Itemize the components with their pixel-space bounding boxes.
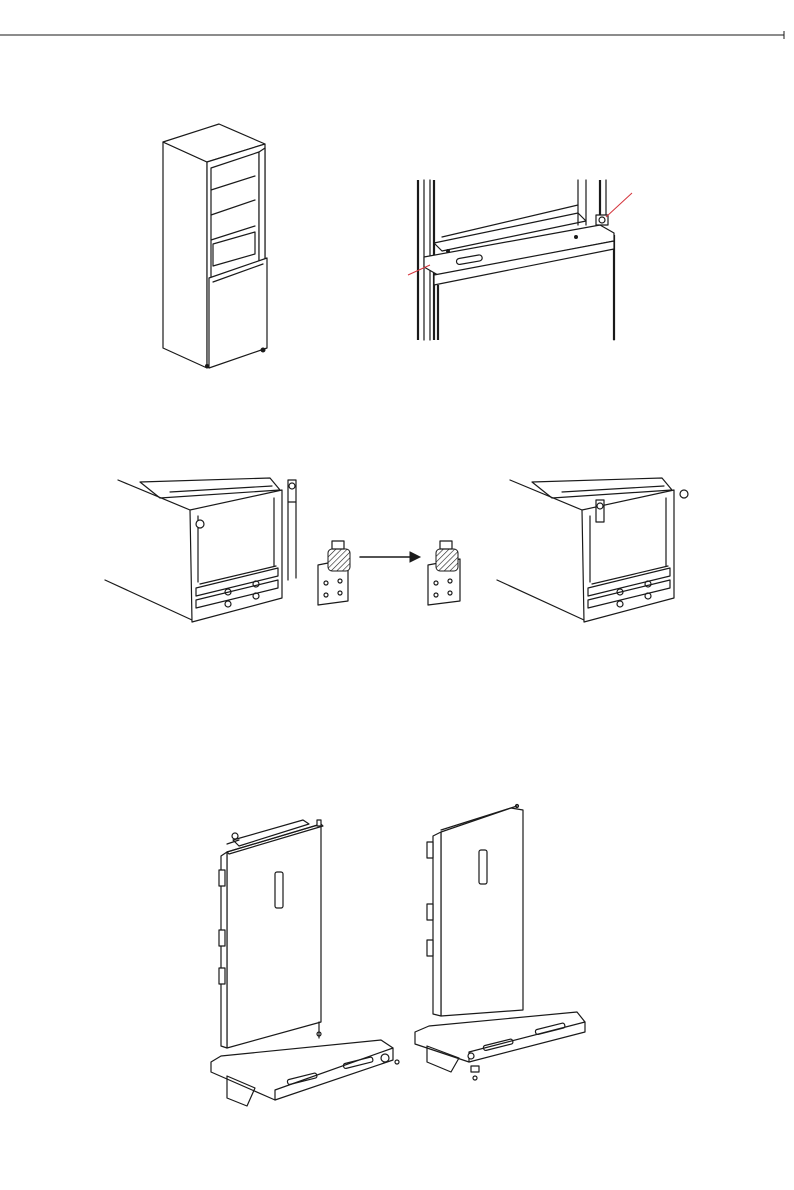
hinge-closeup-icon [400, 175, 650, 345]
cabinet-hinge-icon [492, 470, 697, 630]
refrigerator-open-icon [155, 120, 275, 370]
cabinet-hinge-icon [100, 470, 305, 630]
hinge-bracket-icon [310, 535, 480, 610]
header-rule [0, 0, 794, 50]
door-panel-icon [205, 800, 605, 1110]
